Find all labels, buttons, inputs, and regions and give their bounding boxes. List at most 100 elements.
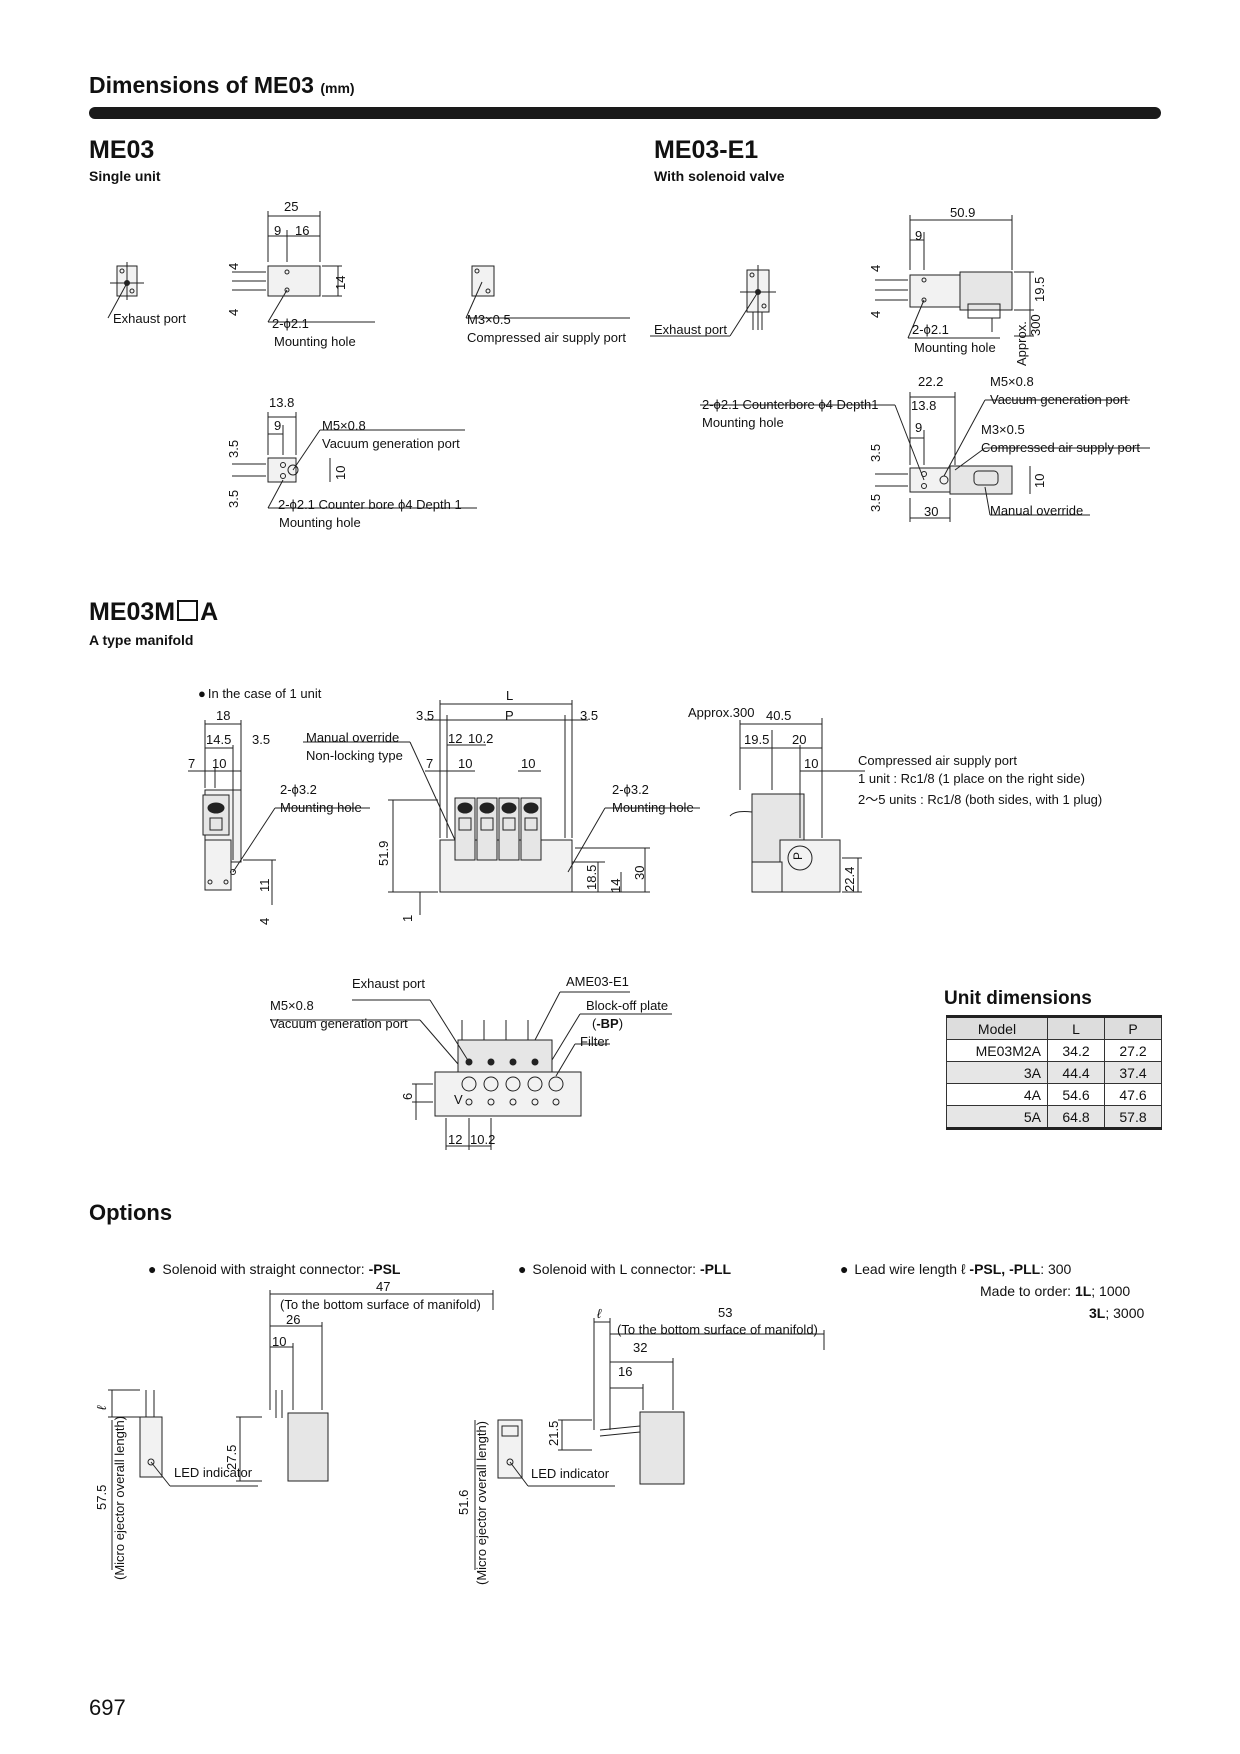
mount-left-label-b: Mounting hole (280, 800, 362, 815)
lead-std: : 300 (1040, 1261, 1072, 1277)
dim: 10.2 (468, 731, 494, 746)
me03-counterbore-label: 2-ϕ2.1 Counter bore ϕ4 Depth 1 (278, 497, 462, 512)
dim: 10 (804, 756, 819, 771)
dim: 3.5 (868, 443, 883, 462)
dim: 10 (333, 465, 348, 480)
dim: P (505, 708, 514, 723)
dim: 14 (333, 275, 348, 290)
lead-made-to-order: Made to order: 1L; 1000 (980, 1283, 1130, 1299)
dim: 3.5 (580, 708, 599, 723)
bp-label: (-BP) (592, 1016, 623, 1031)
me03e1-bottom-view (700, 392, 1150, 522)
filter-label: Filter (580, 1034, 609, 1049)
table-cell: 64.8 (1047, 1105, 1105, 1129)
dim: 10 (1032, 473, 1047, 488)
vacuum-port-label: Vacuum generation port (270, 1016, 408, 1031)
manifold-subheading: A type manifold (89, 632, 194, 648)
dim: 4 (257, 917, 272, 925)
me03-heading: ME03 (89, 136, 155, 164)
psl-note: (To the bottom surface of manifold) (280, 1297, 481, 1312)
table-cell: 44.4 (1047, 1061, 1105, 1084)
pll-overall-label: (Micro ejector overall length) (474, 1420, 489, 1585)
dim: 10 (272, 1334, 287, 1349)
dim: 30 (924, 504, 939, 519)
me03e1-counterbore-label: 2-ϕ2.1 Counterbore ϕ4 Depth1 (702, 397, 879, 412)
dim: 22.4 (842, 866, 857, 892)
col-L: L (1047, 1016, 1105, 1040)
dim: 13.8 (911, 398, 937, 413)
me03-mount-label-b: Mounting hole (274, 334, 356, 349)
dim: 12 (448, 1132, 463, 1147)
dim: 12 (448, 731, 463, 746)
page-title: Dimensions of ME03 (mm) (89, 72, 355, 99)
dim: 14 (608, 878, 623, 893)
me03-front-view (107, 262, 144, 319)
dim: 3.5 (868, 493, 883, 512)
me03e1-subheading: With solenoid valve (654, 168, 785, 184)
dim: 18.5 (584, 864, 599, 890)
page-title-text: Dimensions of ME03 (89, 72, 314, 98)
p-port-label: P (791, 851, 806, 861)
unit-dimensions-table: Model L P ME03M2A 34.2 27.2 3A 44.4 37.4… (946, 1015, 1162, 1130)
dim: 10.2 (470, 1132, 496, 1147)
table-cell: 47.6 (1104, 1083, 1162, 1106)
lead-title: Lead wire length ℓ -PSL, -PLL: 300 (840, 1261, 1071, 1277)
table-cell: ME03M2A (946, 1039, 1048, 1062)
lead-3l: 3L; 3000 (1089, 1305, 1144, 1321)
me03-back-view (465, 265, 630, 319)
me03e1-heading: ME03-E1 (654, 136, 759, 164)
table-cell: 27.2 (1104, 1039, 1162, 1062)
psl-title: Solenoid with straight connector: -PSL (148, 1261, 400, 1277)
dim: 40.5 (766, 708, 792, 723)
me03-vacuum-label: Vacuum generation port (322, 436, 460, 451)
table-cell: 4A (946, 1083, 1048, 1106)
table-cell: 37.4 (1104, 1061, 1162, 1084)
ell-symbol: ℓ (597, 1306, 602, 1321)
me03-compressed-label: Compressed air supply port (467, 330, 626, 345)
mount-right-label: 2-ϕ3.2 (612, 782, 649, 797)
lead-title-text: Lead wire length ℓ (854, 1261, 970, 1277)
case-1unit-label: In the case of 1 unit (198, 686, 321, 701)
me03e1-compressed-label: Compressed air supply port (981, 440, 1140, 455)
dim: 53 (718, 1305, 733, 1320)
lead-3l-code: 3L (1089, 1305, 1106, 1321)
dim: 25 (284, 199, 299, 214)
me03e1-mount-label: 2-ϕ2.1 (912, 322, 949, 337)
dim: 6 (400, 1092, 415, 1100)
me03e1-approx-value: 300 (1028, 314, 1043, 336)
table-row: 3A 44.4 37.4 (946, 1061, 1162, 1084)
pll-code: -PLL (699, 1261, 732, 1277)
dim: 51.6 (456, 1489, 471, 1515)
dim: 9 (274, 418, 282, 433)
me03e1-manual-label: Manual override (990, 503, 1084, 518)
non-locking-label: Non-locking type (306, 748, 403, 763)
page-number: 697 (89, 1695, 126, 1720)
me03e1-vacuum-label: Vacuum generation port (990, 392, 1128, 407)
table-cell: 34.2 (1047, 1039, 1105, 1062)
me03e1-approx-label: Approx. (1014, 321, 1029, 366)
dim: 9 (915, 228, 923, 243)
psl-title-text: Solenoid with straight connector: (162, 1261, 369, 1277)
m5-label: M5×0.8 (270, 998, 314, 1013)
table-header-row: Model L P (946, 1016, 1162, 1040)
dim: 3.5 (226, 489, 241, 508)
unit-dimensions-heading: Unit dimensions (944, 988, 1092, 1009)
exhaust-port-label: Exhaust port (352, 976, 425, 991)
bp-code: -BP (596, 1016, 619, 1031)
dim: 3.5 (252, 732, 271, 747)
dim: 4 (868, 264, 883, 272)
dim: 14.5 (206, 732, 232, 747)
dim: 57.5 (94, 1484, 109, 1510)
psl-view (108, 1290, 494, 1570)
top-ports (461, 1058, 564, 1106)
pll-title-text: Solenoid with L connector: (532, 1261, 700, 1277)
manifold-top-view (270, 991, 672, 1150)
dim: 11 (257, 878, 272, 893)
dim: 50.9 (950, 205, 976, 220)
table-row: 5A 64.8 57.8 (946, 1105, 1162, 1129)
dim: 32 (633, 1340, 648, 1355)
dim: 16 (295, 223, 310, 238)
dim: 3.5 (416, 708, 435, 723)
manifold-valves (454, 797, 542, 861)
